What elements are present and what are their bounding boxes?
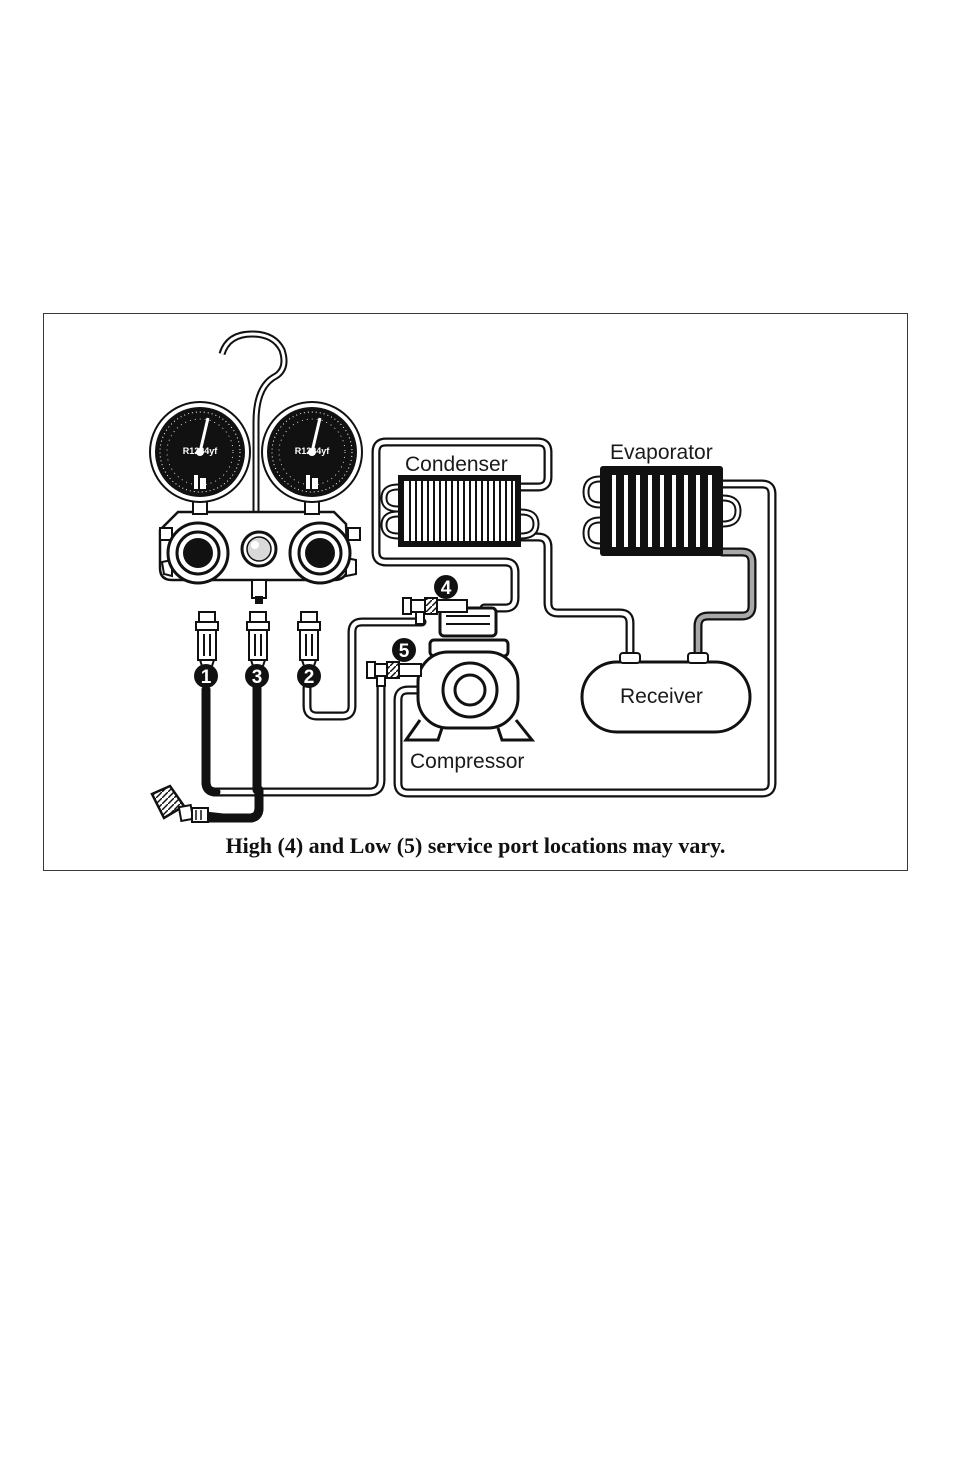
- hose-coupler-2: [298, 612, 320, 672]
- callout-2: 2: [304, 667, 315, 688]
- high-pressure-gauge: R1234yf: [262, 402, 362, 514]
- refrigerant-adapter: [152, 786, 208, 822]
- high-gauge-text: R1234yf: [295, 446, 331, 456]
- hose-coupler-1: [196, 612, 218, 672]
- compressor-label: Compressor: [410, 750, 524, 773]
- low-side-knob: [168, 523, 228, 583]
- callout-4: 4: [441, 578, 452, 599]
- evaporator-label: Evaporator: [610, 441, 713, 464]
- high-side-knob: [290, 523, 350, 583]
- callout-3: 3: [252, 667, 263, 688]
- low-pressure-gauge: R1234yf: [150, 402, 250, 514]
- callout-5: 5: [399, 641, 410, 662]
- diagram-caption: High (4) and Low (5) service port locati…: [43, 833, 908, 859]
- low-service-port: 5: [367, 638, 421, 686]
- compressor: Compressor: [406, 608, 532, 773]
- hose-coupler-3: [247, 612, 269, 672]
- condenser: Condenser: [384, 453, 536, 547]
- manifold-gauge-set: R1234yf R1234yf: [150, 334, 362, 688]
- sight-glass: [242, 532, 276, 566]
- low-gauge-text: R1234yf: [183, 446, 219, 456]
- receiver-label: Receiver: [620, 685, 703, 708]
- receiver: Receiver: [582, 653, 750, 732]
- callout-1: 1: [201, 667, 212, 688]
- condenser-label: Condenser: [405, 453, 508, 476]
- evaporator: Evaporator: [586, 441, 738, 556]
